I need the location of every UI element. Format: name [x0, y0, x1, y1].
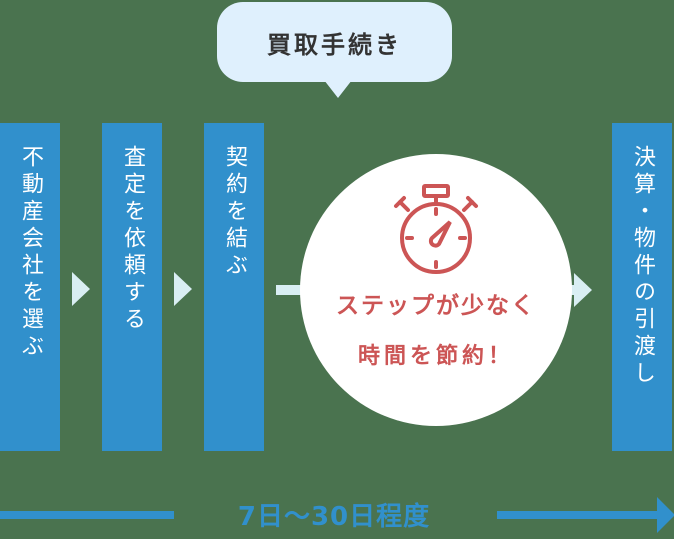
timeline-line-right	[497, 511, 659, 519]
step-label: 契約を結ぶ	[222, 145, 247, 280]
arrow-right-icon	[574, 273, 592, 307]
step-select-company: 不動産会社を選ぶ	[0, 123, 60, 451]
highlight-circle: ステップが少なく 時間を節約！	[300, 154, 572, 426]
highlight-line2: 時間を節約！	[357, 344, 514, 369]
step-request-appraisal: 査定を依頼する	[102, 123, 162, 451]
process-bubble: 買取手続き	[217, 2, 452, 82]
stopwatch-icon	[394, 184, 478, 274]
timeline-label: 7日〜30日程度	[237, 502, 431, 532]
connector-line	[276, 285, 306, 295]
step-label: 査定を依頼する	[120, 145, 145, 334]
bubble-label: 買取手続き	[267, 30, 402, 59]
highlight-line1: ステップが少なく	[336, 293, 536, 319]
step-settlement-handover: 決算・物件の引渡し	[612, 123, 672, 451]
arrow-right-icon	[72, 272, 90, 306]
timeline-line-left	[0, 511, 174, 519]
timeline-arrow-icon	[657, 497, 674, 533]
step-label: 不動産会社を選ぶ	[18, 145, 43, 361]
arrow-right-icon	[174, 272, 192, 306]
step-sign-contract: 契約を結ぶ	[204, 123, 264, 451]
step-label: 決算・物件の引渡し	[630, 145, 655, 388]
bubble-tail	[324, 80, 352, 98]
